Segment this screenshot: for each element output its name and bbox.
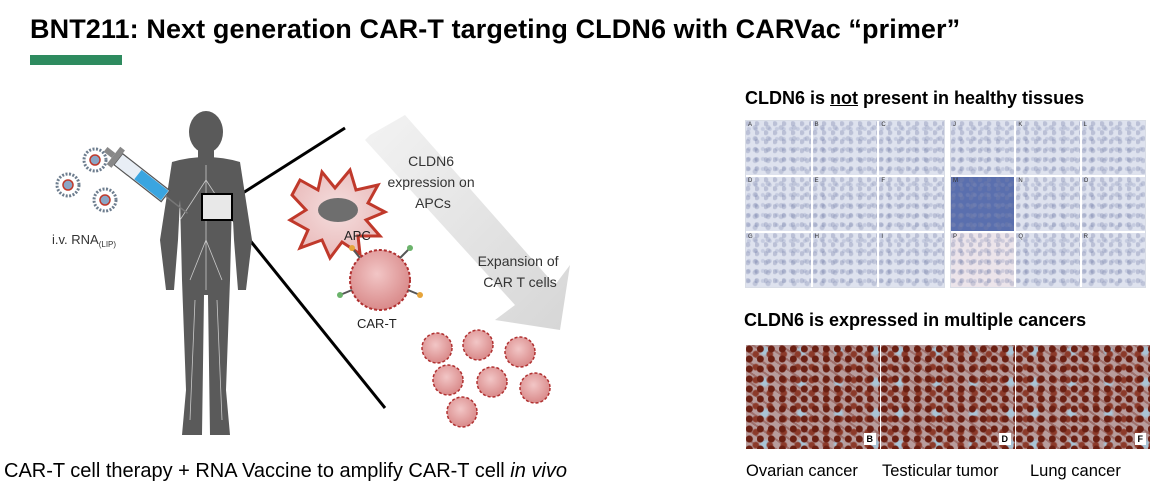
tissue-micrograph: M (951, 177, 1015, 231)
car-t-cell-icon (337, 245, 423, 311)
tissue-micrograph: B (812, 121, 878, 175)
cancer-header: CLDN6 is expressed in multiple cancers (744, 310, 1087, 330)
cancer-image-lung: F (1016, 345, 1150, 449)
tissue-micrograph: A (746, 121, 811, 175)
caption-testicular: Testicular tumor (882, 462, 999, 480)
tissue-micrograph: L (1081, 121, 1145, 175)
micrograph-letter: J (953, 122, 956, 128)
tissue-micrograph: F (879, 177, 944, 231)
micrograph-letter: C (881, 122, 886, 128)
micrograph-letter: O (1083, 178, 1089, 184)
micrograph-letter: M (953, 178, 958, 184)
tissue-micrograph: P (951, 233, 1015, 287)
expansion-arrow (365, 115, 570, 330)
syringe-icon (103, 146, 189, 214)
expanded-car-t-cells (421, 329, 551, 428)
micrograph-letter: A (748, 122, 753, 128)
micrograph-letter: H (814, 234, 819, 240)
tissue-micrograph: J (951, 121, 1015, 175)
tissue-micrograph: H (812, 233, 878, 287)
panel-letter: F (1134, 433, 1146, 445)
tissue-micrograph: G (746, 233, 811, 287)
micrograph-letter: N (1018, 178, 1023, 184)
micrograph-letter: B (814, 122, 819, 128)
healthy-ihc-panel-right: J K L M N O P Q R (950, 120, 1146, 288)
zoom-line-upper (234, 126, 346, 200)
micrograph-letter: I (881, 234, 883, 240)
tissue-micrograph: C (879, 121, 944, 175)
tissue-micrograph: Q (1016, 233, 1080, 287)
panel-letter: D (998, 433, 1011, 445)
healthy-tissues-header: CLDN6 is not present in healthy tissues (745, 88, 1085, 108)
caption-ovarian: Ovarian cancer (746, 462, 858, 480)
micrograph-letter: Q (1018, 234, 1023, 240)
healthy-ihc-panel-left: A B C D E F G H I (745, 120, 945, 288)
car-t-diagram: i.v. RNA(LIP) APC CAR-T CLDN6 expression… (52, 111, 570, 435)
car-t-label: CAR-T (357, 316, 397, 331)
lipid-nanoparticle-icons (55, 147, 118, 213)
zoom-box (201, 193, 233, 221)
human-body-icon (160, 111, 252, 435)
tissue-micrograph: O (1081, 177, 1145, 231)
tissue-micrograph: R (1081, 233, 1145, 287)
arrow-text-cldn6: CLDN6 expression on APCs (387, 153, 478, 211)
panel-letter: B (863, 433, 876, 445)
cancer-image-testicular: D (881, 345, 1015, 449)
tissue-micrograph: D (746, 177, 811, 231)
tissue-micrograph: I (879, 233, 944, 287)
micrograph-letter: R (1083, 234, 1088, 240)
apc-cell-icon (287, 166, 389, 261)
micrograph-letter: P (953, 234, 958, 240)
title-accent-bar (30, 55, 122, 65)
micrograph-letter: D (748, 178, 753, 184)
iv-rna-label: i.v. RNA(LIP) (52, 232, 116, 249)
micrograph-letter: L (1083, 122, 1087, 128)
tissue-micrograph: N (1016, 177, 1080, 231)
micrograph-letter: F (881, 178, 885, 184)
tissue-micrograph: K (1016, 121, 1080, 175)
tissue-micrograph: E (812, 177, 878, 231)
micrograph-letter: E (814, 178, 819, 184)
caption-lung: Lung cancer (1030, 462, 1121, 480)
micrograph-letter: G (748, 234, 753, 240)
zoom-line-lower (230, 217, 387, 409)
apc-label: APC (344, 228, 371, 243)
micrograph-letter: K (1018, 122, 1023, 128)
arrow-text-expansion: Expansion of CAR T cells (478, 253, 563, 290)
page-title: BNT211: Next generation CAR-T targeting … (30, 14, 961, 44)
therapy-caption: CAR-T cell therapy + RNA Vaccine to ampl… (4, 460, 567, 482)
cancer-image-ovarian: B (746, 345, 880, 449)
